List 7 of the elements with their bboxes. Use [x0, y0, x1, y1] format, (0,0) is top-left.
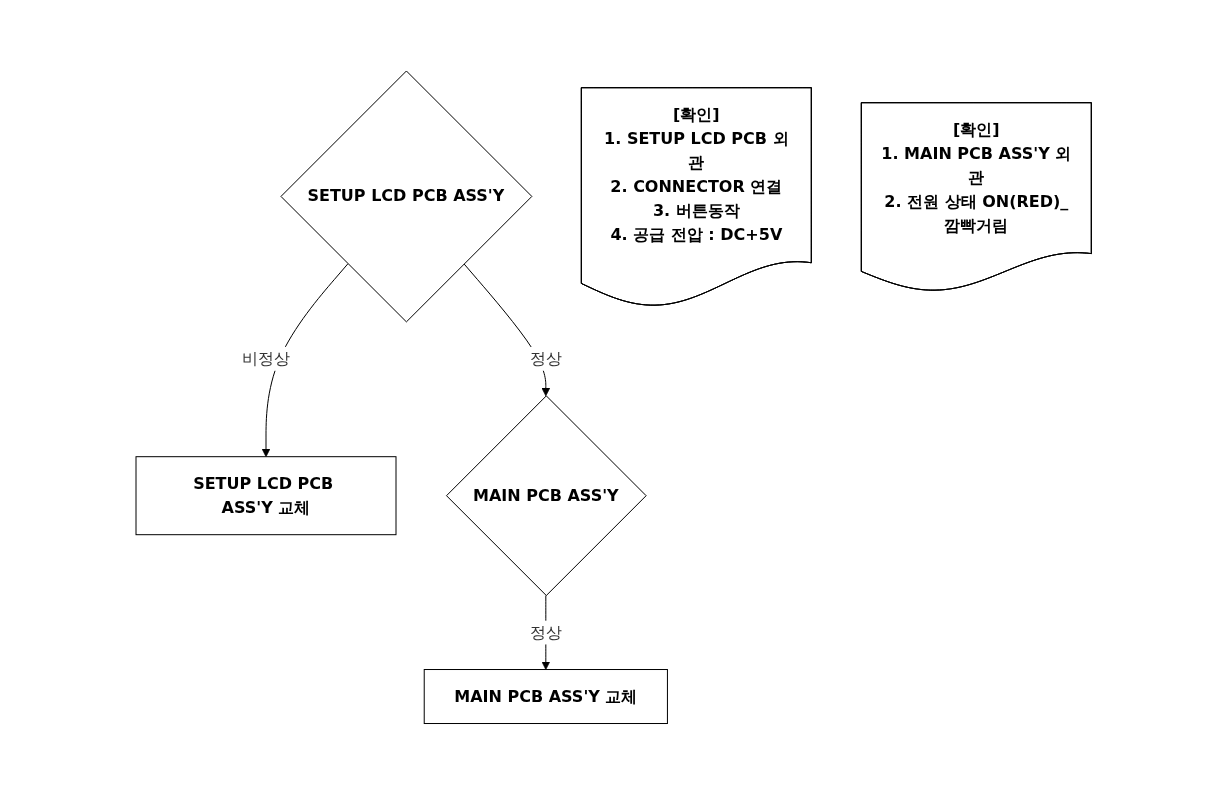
edge-label: 비정상 — [241, 349, 290, 369]
node-diamond: SETUP LCD PCB ASS'Y — [280, 70, 533, 323]
node-box: SETUP LCD PCB ASS'Y 교체 — [135, 456, 397, 536]
edge-label: 정상 — [529, 622, 562, 642]
node-box: MAIN PCB ASS'Y 교체 — [423, 669, 668, 725]
node-diamond: MAIN PCB ASS'Y — [445, 395, 647, 597]
edge-label: 정상 — [529, 349, 562, 369]
